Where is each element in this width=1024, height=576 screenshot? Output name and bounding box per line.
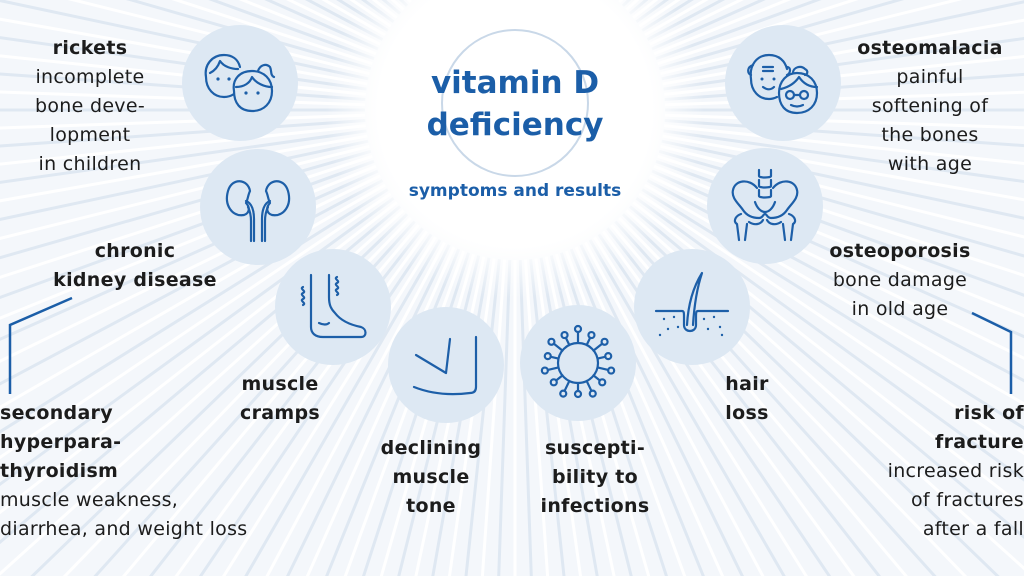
fracture-title-2: fracture [935,431,1024,453]
osteomalacia-desc-4: with age [887,153,973,175]
subtitle: symptoms and results [408,181,622,201]
osteomalacia-label: osteomalacia painful softening of the bo… [840,34,1020,179]
muscle-tone-title-1: declining [380,437,482,459]
muscle-tone-label: declining muscle tone [366,434,496,521]
hyperparathyroidism-label: secondary hyperpara- thyroidism muscle w… [0,399,320,544]
fracture-risk-label: risk of fracture increased risk of fract… [824,399,1024,544]
kidneys-icon [200,149,316,265]
infections-title-3: infections [540,495,650,517]
connector-right [971,311,1013,394]
rickets-label: rickets incomplete bone deve- lopment in… [15,34,165,179]
page-title: vitamin D deficiency [390,62,640,146]
osteomalacia-desc-1: painful [896,66,964,88]
hair-loss-label: hair loss [712,370,782,428]
cramps-title-1: muscle [241,373,319,395]
rickets-title: rickets [52,37,128,59]
cramps-label: muscle cramps [225,370,335,428]
hpt-desc-1: muscle weakness, [0,489,179,511]
ckd-label: chronic kidney disease [30,237,240,295]
center-ring [441,29,589,177]
cramps-title-2: cramps [240,402,320,424]
fracture-desc-1: increased risk [887,460,1024,482]
infections-label: suscepti- bility to infections [525,434,665,521]
osteomalacia-title: osteomalacia [857,37,1003,59]
osteomalacia-desc-3: the bones [881,124,979,146]
infections-title-2: bility to [551,466,639,488]
hpt-title-3: thyroidism [0,460,119,482]
ckd-title-2: kidney disease [53,269,217,291]
fracture-desc-2: of fractures [910,489,1024,511]
rickets-desc-1: incomplete [35,66,145,88]
fracture-desc-3: after a fall [922,518,1024,540]
infections-title-1: suscepti- [544,437,646,459]
osteoporosis-desc-1: bone damage [832,269,968,291]
fracture-title-1: risk of [954,402,1024,424]
cramping-foot-icon [275,249,391,365]
elderly-couple-icon [725,25,841,141]
hpt-title-1: secondary [0,402,113,424]
rickets-desc-2: bone deve- [35,95,145,117]
osteoporosis-label: osteoporosis bone damage in old age [805,237,995,324]
rickets-desc-3: lopment [49,124,131,146]
ckd-title-1: chronic [94,240,176,262]
hpt-title-2: hyperpara- [0,431,122,453]
rickets-desc-4: in children [38,153,142,175]
osteomalacia-desc-2: softening of [871,95,989,117]
title-line-2: deficiency [426,107,604,143]
children-faces-icon [182,25,298,141]
virus-icon [520,305,636,421]
hair-follicle-icon [634,249,750,365]
osteoporosis-desc-2: in old age [851,298,949,320]
muscle-tone-title-3: tone [406,495,456,517]
connector-left [8,296,73,394]
hpt-desc-2: diarrhea, and weight loss [0,518,248,540]
bent-arm-icon [388,307,504,423]
osteoporosis-title: osteoporosis [829,240,971,262]
muscle-tone-title-2: muscle [392,466,470,488]
hair-loss-title-1: hair [725,373,769,395]
pelvis-spine-icon [707,148,823,264]
hair-loss-title-2: loss [725,402,769,424]
title-line-1: vitamin D [430,65,600,101]
